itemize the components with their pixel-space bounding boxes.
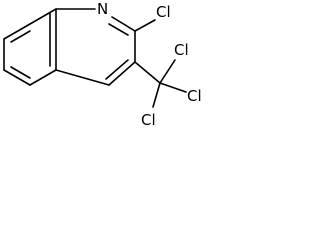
bond-c2-cl	[134, 19, 156, 32]
bond-ccl3-cl-top	[159, 59, 176, 84]
bond-c3-c4-inner	[105, 59, 129, 80]
bond-c5-c4a	[29, 69, 57, 86]
bond-c6-c5-inner	[10, 66, 31, 79]
bond-c3-c4	[108, 61, 136, 86]
bond-n1-c2-inner	[108, 23, 129, 36]
atom-label-chlorine-ring: Cl	[156, 3, 171, 21]
bond-c8-c7-inner	[10, 30, 31, 43]
bond-c8-c7	[3, 23, 31, 40]
bond-c4-c4a	[55, 69, 110, 86]
bond-ccl3-cl-right	[159, 82, 187, 93]
bond-n1-c2	[111, 16, 136, 32]
atom-label-chlorine-right: Cl	[187, 87, 202, 105]
atom-label-nitrogen: N	[97, 0, 108, 18]
bond-c8a-c8	[29, 8, 57, 25]
atom-label-chlorine-bottom: Cl	[141, 111, 156, 129]
atom-label-chlorine-top: Cl	[174, 41, 189, 59]
bond-ccl3-cl-bottom	[152, 82, 161, 108]
molecule-structure: N Cl Cl Cl Cl	[3, 0, 202, 129]
bond-c3-ccl3	[134, 61, 161, 84]
bond-c6-c5	[3, 69, 31, 86]
